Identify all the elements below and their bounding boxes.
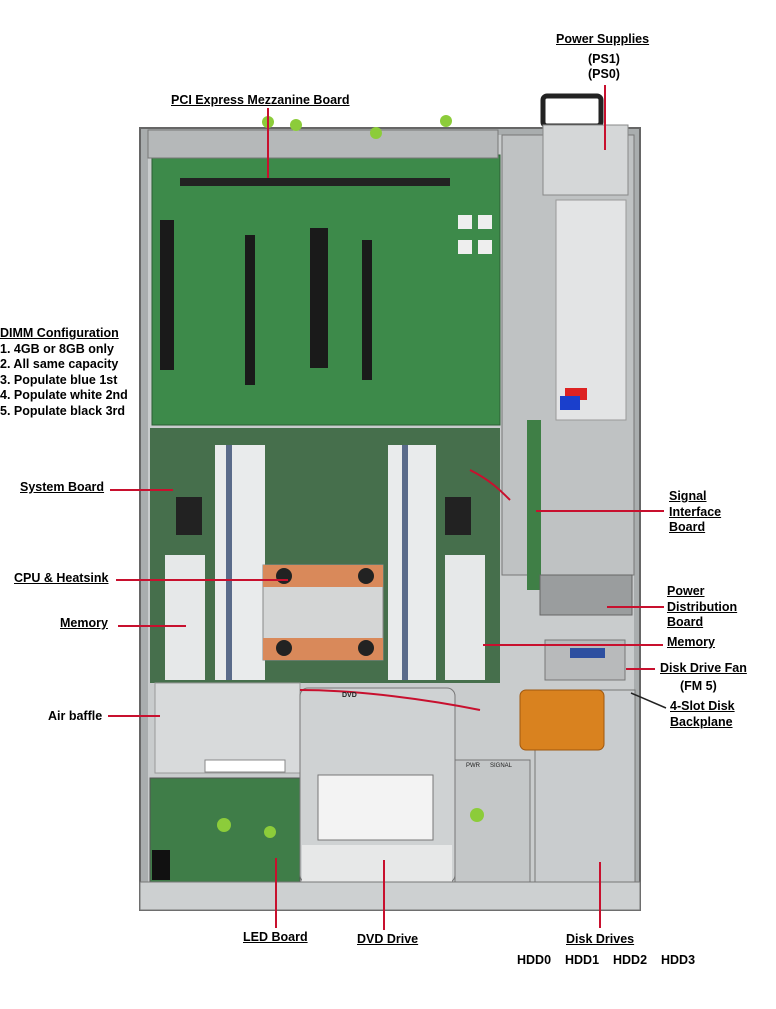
cpu-copper-top [263, 565, 383, 587]
red-cable-1 [299, 689, 481, 711]
signal-line-3: Board [669, 520, 706, 534]
ps-label-panel [555, 199, 627, 421]
pci-connector-strip [180, 178, 450, 186]
label-power-supplies: Power Supplies [556, 32, 650, 46]
backplane-line-2: Backplane [670, 714, 733, 729]
label-pci-mezzanine: PCI Express Mezzanine Board [171, 93, 350, 107]
mezz-screw-3 [370, 127, 382, 139]
signal-printed-label: SIGNAL [490, 763, 513, 769]
heatsink-screw-1 [276, 568, 292, 584]
front-connector [152, 850, 170, 880]
label-disk-drives: Disk Drives [566, 932, 635, 946]
label-disk-fan: Disk Drive Fan [660, 661, 747, 675]
hdd3-label: HDD3 [661, 953, 696, 967]
power-supply-handle [540, 93, 604, 129]
power-supply-top [542, 124, 629, 196]
dimm-rule-5: 5. Populate black 3rd [0, 403, 126, 418]
heatsink-screw-3 [276, 640, 292, 656]
label-memory-left: Memory [60, 616, 108, 630]
disk-backplane-flex [519, 689, 605, 751]
label-fm5: (FM 5) [680, 679, 717, 693]
bracket-screw [470, 808, 484, 822]
label-cpu-heatsink: CPU & Heatsink [14, 571, 109, 585]
signal-interface-board [527, 420, 541, 590]
signal-line-2: Interface [669, 504, 722, 519]
dimm-bank-right-top [388, 445, 436, 680]
power-distribution-board [539, 574, 633, 616]
mezz-screw-4 [440, 115, 452, 127]
callout-backplane [630, 692, 667, 709]
label-power-distribution-board: Power Distribution Board [667, 584, 737, 631]
dimm-bank-left [165, 555, 205, 680]
front-bezel [139, 881, 641, 911]
label-dvd-drive: DVD Drive [357, 932, 419, 946]
ps-blue-tab [560, 396, 580, 410]
dimm-bank-left-top [215, 445, 265, 680]
pci-slot-1 [160, 220, 174, 370]
pwr-printed-label: PWR [466, 763, 480, 769]
dvd-printed-label: DVD [342, 692, 357, 699]
label-ps1: (PS1) [588, 52, 620, 66]
dimm-configuration: DIMM Configuration 1. 4GB or 8GB only 2.… [0, 326, 128, 419]
pci-slot-2 [245, 235, 255, 385]
dimm-bank-right [445, 555, 485, 680]
label-memory-right: Memory [667, 635, 715, 649]
dimm-title: DIMM Configuration [0, 326, 119, 340]
dimm-rule-1: 1. 4GB or 8GB only [0, 341, 114, 356]
led-panel-label [204, 759, 286, 773]
chip-right [445, 497, 471, 535]
dvd-instruction-label [317, 774, 434, 841]
cpu-copper-bottom [263, 638, 383, 660]
heatsink-screw-4 [358, 640, 374, 656]
pci-slot-4 [362, 240, 372, 380]
pci-slot-3 [310, 228, 328, 368]
hdd2-label: HDD2 [613, 953, 648, 967]
dimm-slot-dark-2 [402, 445, 408, 680]
label-backplane: 4-Slot Disk Backplane [670, 699, 735, 730]
label-air-baffle: Air baffle [48, 709, 103, 723]
mezz-screw-2 [290, 119, 302, 131]
dvd-front [302, 845, 452, 885]
pdb-line-3: Board [667, 615, 704, 629]
label-system-board: System Board [20, 480, 105, 494]
pci-bracket [147, 129, 499, 159]
air-baffle [154, 682, 301, 774]
hdd0-label: HDD0 [517, 953, 552, 967]
label-led-board: LED Board [243, 930, 308, 944]
dimm-rule-2: 2. All same capacity [0, 357, 119, 371]
label-signal-interface-board: Signal Interface Board [669, 489, 721, 536]
dimm-rule-3: 3. Populate blue 1st [0, 372, 118, 387]
fan-label [570, 648, 605, 658]
mezz-chip-1 [458, 215, 472, 229]
backplane-line-1: 4-Slot Disk [670, 699, 735, 713]
mezz-chip-3 [458, 240, 472, 254]
mezz-chip-2 [478, 215, 492, 229]
red-cable-2 [469, 469, 511, 501]
dimm-rule-4: 4. Populate white 2nd [0, 388, 128, 402]
chip-left [176, 497, 202, 535]
mezz-chip-4 [478, 240, 492, 254]
label-ps0: (PS0) [588, 67, 620, 81]
disk-fan [544, 639, 626, 681]
hdd1-label: HDD1 [565, 953, 600, 967]
pdb-line-1: Power [667, 584, 705, 598]
front-screw-2 [264, 826, 276, 838]
heatsink-screw-2 [358, 568, 374, 584]
pdb-line-2: Distribution [667, 599, 738, 614]
pwr-signal-bracket [454, 759, 531, 886]
hdd-labels: HDD0 HDD1 HDD2 HDD3 [517, 953, 709, 967]
front-screw-1 [217, 818, 231, 832]
signal-line-1: Signal [669, 489, 707, 503]
dimm-slot-dark-1 [226, 445, 232, 680]
